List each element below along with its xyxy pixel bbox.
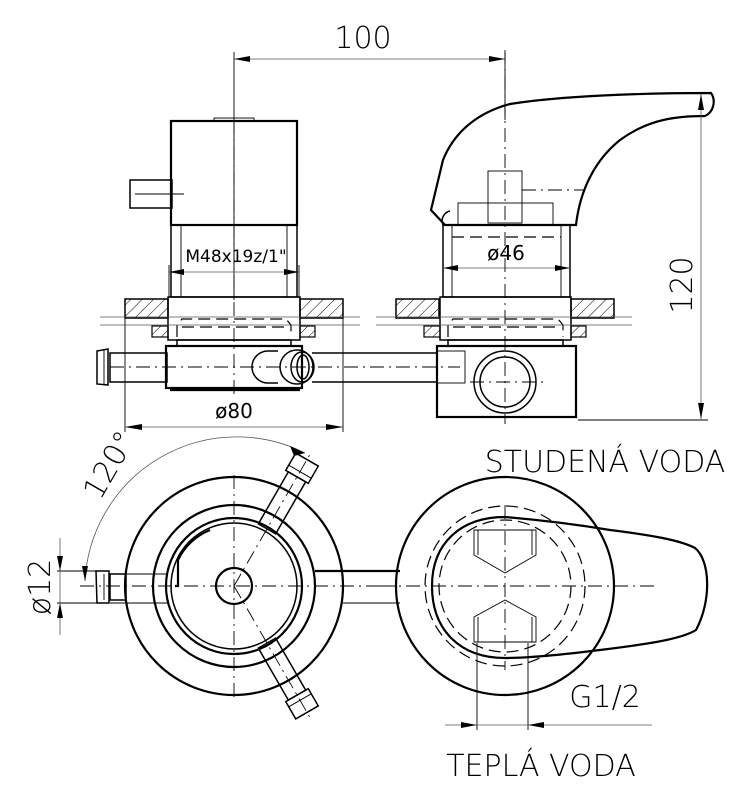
dimension-label-12: ø12 [23,559,58,616]
dimension-label-46: ø46 [487,241,525,265]
dimension-label-100: 100 [334,21,391,56]
dimension-label-120-degrees: 120° [77,425,143,505]
dimension-flange-diameter: ø80 [124,318,344,432]
dimension-label-g12: G1/2 [569,680,641,715]
left-valve-side-view: M48x19z/1" [96,117,460,395]
dimension-center-distance: 100 [233,21,506,300]
dimension-label-120: 120 [665,256,700,313]
dimension-height: 120 [578,94,708,421]
hot-water-label: TEPLÁ VODA [446,748,636,784]
connecting-pipe [312,352,438,383]
left-valve-top-view [80,450,395,722]
connecting-pipe-top-view [315,569,400,604]
cold-water-label: STUDENÁ VODA [485,444,726,480]
right-valve-side-view: ø46 [376,50,715,424]
dimension-outlet-diameter: ø12 [23,538,100,635]
right-valve-top-view: G1/2 [380,475,709,730]
dimension-label-80: ø80 [215,399,253,423]
thread-label: M48x19z/1" [185,247,286,267]
